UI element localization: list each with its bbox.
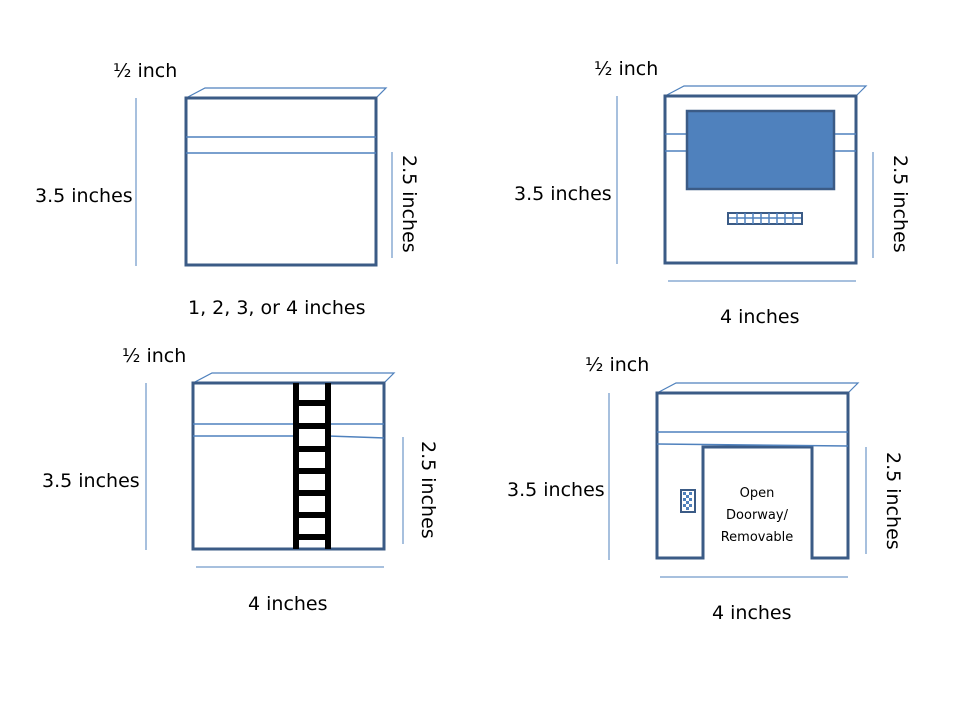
panel-1-left-label: 3.5 inches	[35, 185, 133, 207]
panel-2-top-label: ½ inch	[594, 58, 658, 80]
panel-4-frame	[655, 391, 850, 560]
panel-4-doorway-line-3: Removable	[721, 530, 794, 545]
panel-1-top-edge	[185, 87, 388, 99]
panel-2-bottom-label: 4 inches	[720, 306, 800, 328]
panel-4-right-label: 2.5 inches	[882, 452, 904, 550]
panel-4-band-bottom	[656, 443, 849, 447]
panel-4-left-label: 3.5 inches	[507, 479, 605, 501]
panel-2-window	[685, 109, 836, 191]
panel-1-box	[184, 96, 378, 267]
panel-3-ladder-icon	[293, 383, 331, 549]
panel-3-left-label: 3.5 inches	[42, 470, 140, 492]
panel-3-bottom-label: 4 inches	[248, 593, 328, 615]
panel-1-bottom-label: 1, 2, 3, or 4 inches	[188, 297, 366, 319]
panel-4-doorway-line-2: Doorway/	[726, 508, 789, 523]
panel-3-top-label: ½ inch	[122, 345, 186, 367]
panel-4-top-edge	[656, 382, 860, 394]
panel-4-bottom-label: 4 inches	[712, 602, 792, 624]
panel-4: ½ inch 3.5 inches 4 inches 2.5 inches Op…	[507, 354, 904, 624]
panel-3-right-label: 2.5 inches	[417, 441, 439, 539]
panel-1-right-label: 2.5 inches	[398, 155, 420, 253]
panel-3-band-bottom-right	[327, 435, 385, 439]
panel-4-checker-window-icon	[680, 489, 696, 513]
panel-4-doorway-line-1: Open	[740, 486, 775, 501]
panel-3-top-edge	[192, 372, 396, 384]
panel-1: ½ inch 3.5 inches 1, 2, 3, or 4 inches 2…	[35, 60, 420, 319]
panel-3-box	[191, 381, 386, 551]
panel-3: ½ inch 3.5 inches 4 inches 2.5 inches	[42, 345, 439, 615]
panel-2-left-label: 3.5 inches	[514, 183, 612, 205]
panel-2: ½ inch 3.5 inches 4 inches 2.5 inches	[514, 58, 911, 328]
panel-1-top-label: ½ inch	[113, 60, 177, 82]
panel-4-top-label: ½ inch	[585, 354, 649, 376]
panel-2-right-label: 2.5 inches	[889, 155, 911, 253]
panel-2-top-edge	[664, 85, 868, 97]
panel-2-vent-icon	[727, 212, 803, 225]
panel-2-box	[663, 94, 858, 265]
